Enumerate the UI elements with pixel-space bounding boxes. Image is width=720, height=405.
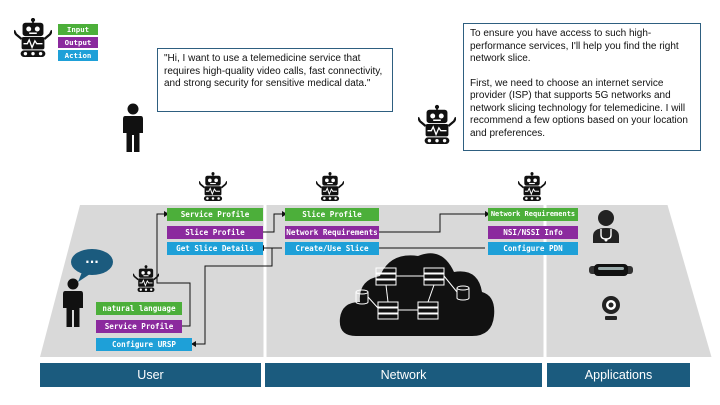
user-panel-title: User	[40, 363, 261, 387]
user-quote-bubble: "Hi, I want to use a telemedicine servic…	[157, 48, 393, 112]
network-agent-action: Create/Use Slice	[285, 242, 379, 255]
agent-reply-paragraph-1: To ensure you have access to such high-p…	[470, 28, 679, 64]
user-agent-input: Service Profile	[167, 208, 263, 221]
ue-agent-output: Service Profile	[96, 320, 182, 333]
ue-agent-input: natural language	[96, 302, 182, 315]
ue-speech-bubble	[71, 249, 113, 282]
ue-agent-action: Configure URSP	[96, 338, 192, 351]
user-agent-output: Slice Profile	[167, 226, 263, 239]
network-agent-output: Network Requirements	[285, 226, 379, 239]
cloud-network-icon	[339, 253, 495, 336]
legend-input: Input	[58, 24, 98, 35]
agent-reply-paragraph-2: First, we need to choose an internet ser…	[470, 77, 688, 139]
ue-speech-bubble-text: ...	[85, 252, 99, 266]
app-agent-action: Configure PDN	[488, 242, 578, 255]
agent-reply-bubble: To ensure you have access to such high-p…	[463, 23, 701, 151]
webcam-icon	[602, 296, 620, 320]
user-quote-text: "Hi, I want to use a telemedicine servic…	[164, 53, 383, 89]
user-agent-action: Get Slice Details	[167, 242, 263, 255]
doctor-icon	[593, 210, 619, 243]
app-agent-input: Network Requirements	[488, 208, 578, 221]
app-agent-output: NSI/NSSI Info	[488, 226, 578, 239]
legend-output: Output	[58, 37, 98, 48]
network-panel-title: Network	[265, 363, 542, 387]
legend-action: Action	[58, 50, 98, 61]
network-agent-input: Slice Profile	[285, 208, 379, 221]
applications-panel-title: Applications	[547, 363, 690, 387]
vr-headset-icon	[589, 264, 633, 276]
